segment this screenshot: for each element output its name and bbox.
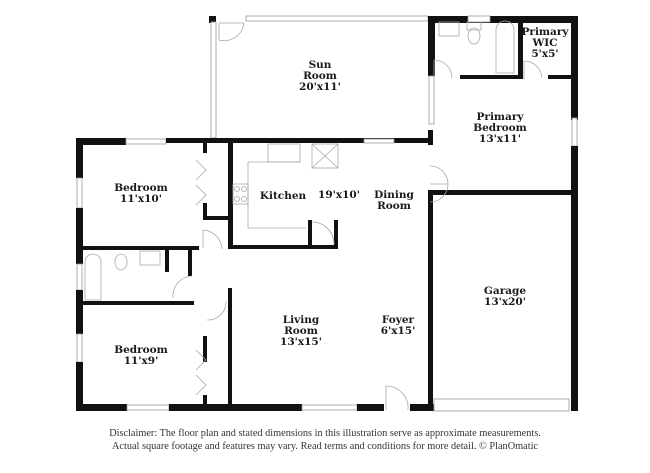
primary-wic-dims: 5'x5'	[531, 48, 558, 60]
toilet-icon	[114, 253, 128, 271]
garage-door	[429, 183, 449, 203]
dining-room-label-2: Room	[377, 200, 411, 212]
sink-icon	[139, 250, 161, 266]
bedroom-2-label: Bedroom	[114, 344, 168, 356]
disclaimer-line-2: Actual square footage and features may v…	[111, 441, 539, 452]
dining-doors	[385, 165, 449, 411]
primary-bedroom-label-2: Bedroom	[473, 122, 527, 134]
primary-bedroom-label: Primary	[477, 111, 525, 123]
closet-bifold-door	[195, 349, 207, 396]
primary-door	[429, 165, 449, 185]
fridge-icon	[311, 143, 339, 169]
sun-room-label-2: Room	[303, 70, 337, 82]
disclaimer-line-1: Disclaimer: The floor plan and stated di…	[109, 428, 541, 439]
primary-suite-walls	[428, 15, 578, 411]
closet-bifold-door	[195, 159, 207, 206]
primary-bath-fixtures	[433, 20, 543, 79]
bathtub-icon	[495, 20, 515, 74]
living-room-dims: 13'x15'	[280, 336, 322, 348]
primary-wic-label-2: WIC	[531, 37, 557, 49]
garage-dims: 13'x20'	[484, 296, 526, 308]
dining-room-label: Dining	[374, 189, 414, 201]
bedroom-1-label: Bedroom	[114, 182, 168, 194]
left-wing-doors	[172, 159, 227, 396]
hall-bath-fixtures	[84, 250, 161, 301]
toilet-icon	[467, 27, 481, 45]
wic-door	[523, 60, 543, 79]
bath-door	[433, 59, 453, 79]
kitchen-counter	[247, 161, 306, 229]
bath-door	[172, 275, 193, 299]
foyer-dims: 6'x15'	[381, 325, 416, 337]
kitchen-fixtures	[232, 143, 339, 245]
bathtub-icon	[84, 253, 102, 301]
pantry-door	[311, 221, 335, 245]
sun-room-label: Sun	[309, 59, 332, 71]
left-wing-walls	[76, 138, 570, 412]
bedroom-door	[202, 229, 223, 250]
primary-wic-label: Primary	[522, 26, 570, 38]
kitchen-sink-icon	[267, 143, 301, 163]
toilet-tank-icon	[466, 21, 482, 31]
room-labels: Sun Room 20'x11' Primary WIC 5'x5' Prima…	[114, 26, 569, 367]
sun-room-dims: 20'x11'	[299, 81, 341, 93]
living-room-label-2: Room	[284, 325, 318, 337]
kitchen-dims: 19'x10'	[318, 189, 360, 201]
sun-room-door	[218, 22, 245, 42]
bedroom-2-door	[206, 301, 227, 321]
front-door	[385, 385, 409, 411]
garage-label: Garage	[484, 285, 526, 297]
kitchen-label: Kitchen	[260, 190, 307, 202]
bedroom-1-dims: 11'x10'	[120, 193, 162, 205]
primary-bedroom-dims: 13'x11'	[479, 133, 521, 145]
sun-room-walls	[209, 15, 435, 139]
foyer-label: Foyer	[382, 314, 415, 326]
bedroom-2-dims: 11'x9'	[124, 355, 159, 367]
sink-icon	[438, 21, 460, 37]
living-room-label: Living	[283, 314, 320, 326]
